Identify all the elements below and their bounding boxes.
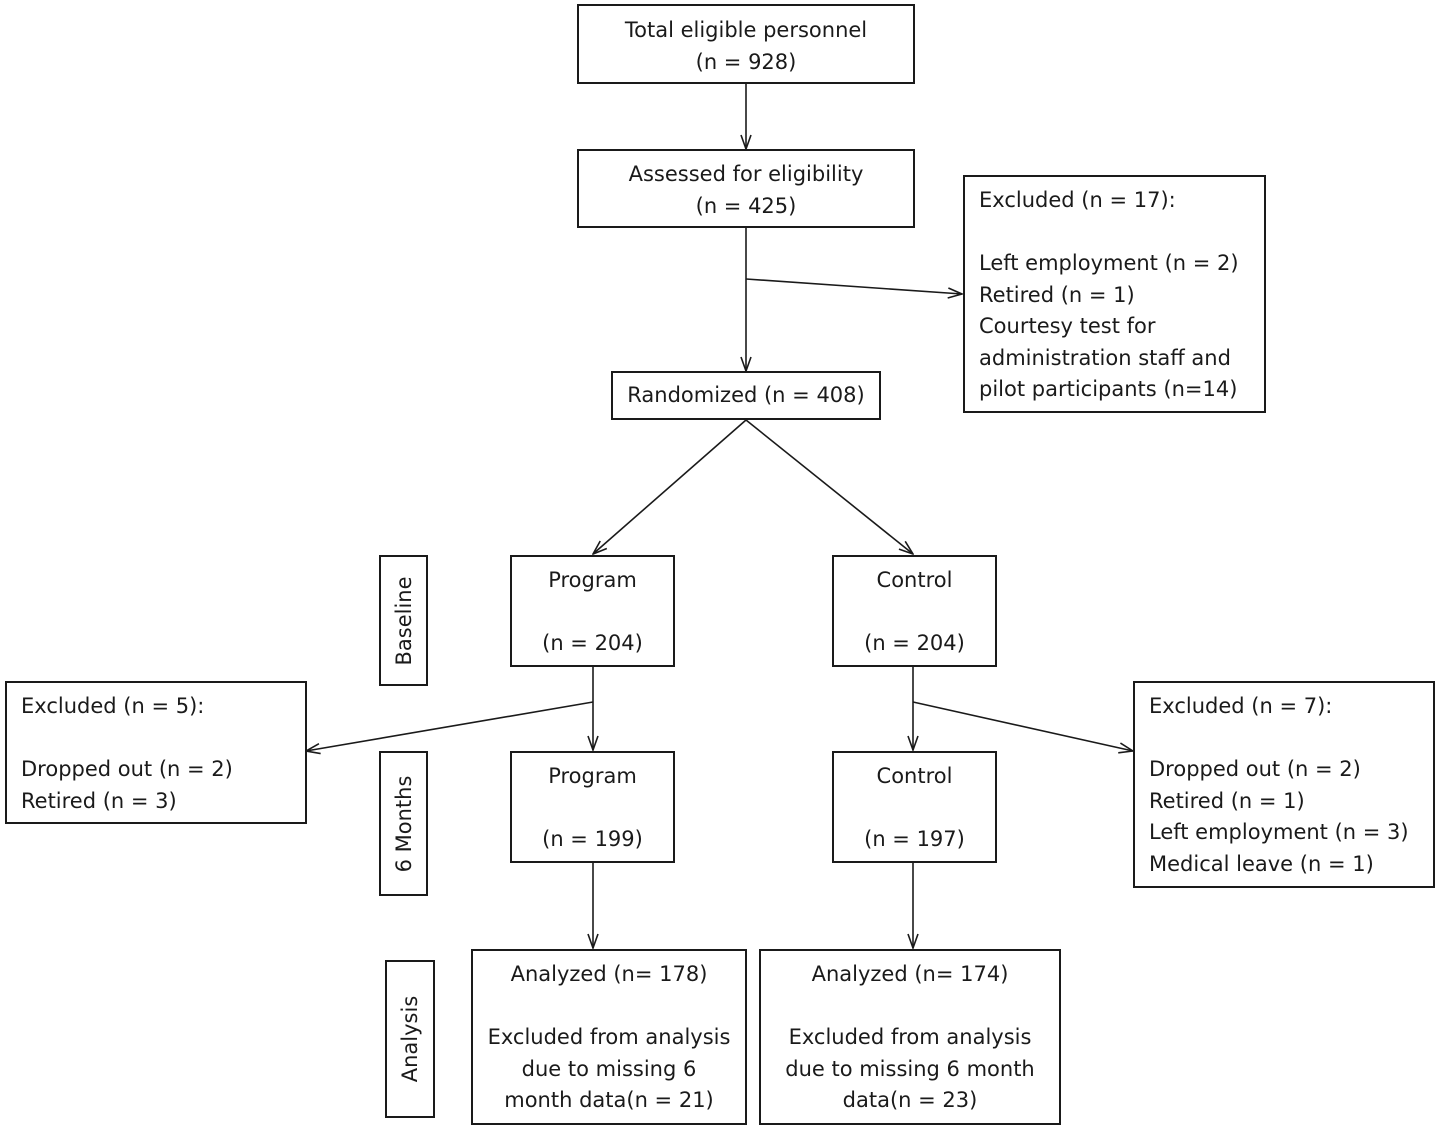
randomized-box: Randomized (n = 408) [611, 371, 881, 420]
arrow-to-excluded-right [912, 701, 1133, 751]
control-baseline-title: Control [876, 568, 953, 592]
stage-analysis-label: Analysis [385, 960, 435, 1118]
control-analysis-box: Analyzed (n= 174) Excluded from analysis… [759, 949, 1061, 1125]
assessed-box: Assessed for eligibility (n = 425) [577, 149, 915, 228]
control-analysis-line: Excluded from analysis [788, 1025, 1032, 1049]
excluded-right-item: Dropped out (n = 2) [1149, 757, 1361, 781]
stage-6-months-label: 6 Months [379, 751, 428, 896]
program-baseline-box: Program (n = 204) [510, 555, 675, 667]
program-analysis-box: Analyzed (n= 178) Excluded from analysis… [471, 949, 747, 1125]
stage-analysis-text: Analysis [398, 995, 422, 1083]
total-eligible-box: Total eligible personnel (n = 928) [577, 4, 915, 84]
program-analysis-line: due to missing 6 [521, 1056, 697, 1081]
control-baseline-count: (n = 204) [864, 631, 965, 655]
arrow-randomized-to-program [593, 419, 747, 554]
program-6m-box: Program (n = 199) [510, 751, 675, 863]
excluded-top-item: pilot participants (n=14) [979, 377, 1238, 401]
program-analysis-line: Excluded from analysis [487, 1025, 731, 1049]
excluded-left-title: Excluded (n = 5): [21, 694, 205, 718]
excluded-top-title: Excluded (n = 17): [979, 188, 1176, 212]
excluded-left-item: Retired (n = 3) [21, 788, 177, 813]
program-analysis-title: Analyzed (n= 178) [510, 962, 708, 986]
excluded-right-item: Retired (n = 1) [1149, 788, 1305, 813]
control-6m-title: Control [876, 764, 953, 788]
program-baseline-title: Program [548, 568, 637, 592]
program-6m-title: Program [548, 764, 637, 788]
excluded-top-item: Retired (n = 1) [979, 282, 1135, 307]
excluded-right-title: Excluded (n = 7): [1149, 694, 1333, 718]
arrow-to-excluded-top [745, 278, 962, 294]
excluded-right-box: Excluded (n = 7): Dropped out (n = 2) Re… [1133, 681, 1435, 888]
assessed-count: (n = 425) [695, 193, 797, 218]
stage-baseline-label: Baseline [379, 555, 428, 686]
program-baseline-count: (n = 204) [542, 631, 643, 655]
excluded-top-item: Left employment (n = 2) [979, 251, 1239, 275]
excluded-right-item: Medical leave (n = 1) [1149, 851, 1374, 876]
assessed-title: Assessed for eligibility [628, 162, 864, 186]
program-6m-count: (n = 199) [542, 827, 643, 851]
arrow-randomized-to-control [745, 419, 913, 554]
stage-6-months-text: 6 Months [391, 775, 416, 872]
excluded-right-item: Left employment (n = 3) [1149, 820, 1409, 844]
control-analysis-line: due to missing 6 month [785, 1056, 1035, 1081]
randomized-label: Randomized (n = 408) [627, 383, 865, 407]
excluded-left-box: Excluded (n = 5): Dropped out (n = 2) Re… [5, 681, 307, 824]
excluded-top-item: Courtesy test for [979, 314, 1156, 338]
control-6m-box: Control (n = 197) [832, 751, 997, 863]
total-eligible-title: Total eligible personnel [624, 18, 868, 42]
control-baseline-box: Control (n = 204) [832, 555, 997, 667]
stage-baseline-text: Baseline [391, 575, 416, 666]
arrow-to-excluded-left [306, 701, 594, 751]
program-analysis-line: month data(n = 21) [504, 1088, 714, 1112]
control-analysis-title: Analyzed (n= 174) [811, 962, 1009, 986]
excluded-left-item: Dropped out (n = 2) [21, 757, 233, 781]
control-analysis-line: data(n = 23) [842, 1088, 978, 1112]
total-eligible-count: (n = 928) [695, 49, 797, 74]
excluded-top-item: administration staff and [979, 345, 1231, 370]
excluded-top-box: Excluded (n = 17): Left employment (n = … [963, 175, 1266, 413]
control-6m-count: (n = 197) [864, 827, 965, 851]
